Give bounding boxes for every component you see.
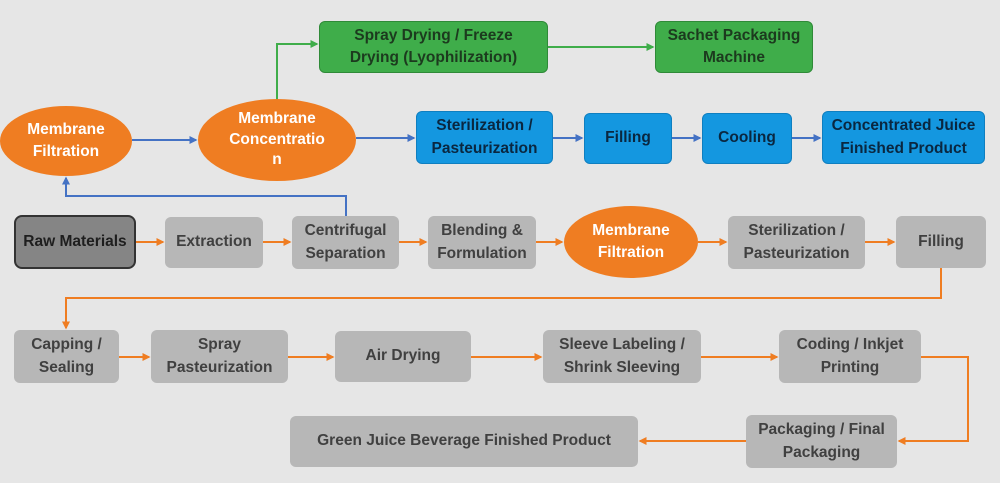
centrifugal-separation-node: Centrifugal Separation (292, 216, 399, 269)
membrane-filtration-top-node: Membrane Filtration (0, 106, 132, 176)
coding-printing-node: Coding / Inkjet Printing (779, 330, 921, 383)
sleeve-labeling-node: Sleeve Labeling / Shrink Sleeving (543, 330, 701, 383)
concentrated-juice-product-node: Concentrated Juice Finished Product (822, 111, 985, 164)
air-drying-node: Air Drying (335, 331, 471, 382)
sachet-packaging-node: Sachet Packaging Machine (655, 21, 813, 73)
membrane-concentration-node: Membrane Concentratio n (198, 99, 356, 181)
filling-main-node: Filling (896, 216, 986, 268)
green-juice-product-node: Green Juice Beverage Finished Product (290, 416, 638, 467)
raw-materials-node: Raw Materials (14, 215, 136, 269)
coding-to-packaging-arrow (897, 356, 969, 445)
capping-sealing-node: Capping / Sealing (14, 330, 119, 383)
centrifugal-to-filtration-arrow (62, 176, 347, 216)
extraction-node: Extraction (165, 217, 263, 268)
cooling-node: Cooling (702, 113, 792, 164)
spray-pasteurization-node: Spray Pasteurization (151, 330, 288, 383)
sterilization-conc-node: Sterilization / Pasteurization (416, 111, 553, 164)
filling-conc-node: Filling (584, 113, 672, 164)
blending-formulation-node: Blending & Formulation (428, 216, 536, 269)
filling-to-capping-arrow (62, 268, 942, 330)
sterilization-main-node: Sterilization / Pasteurization (728, 216, 865, 269)
spray-freeze-drying-node: Spray Drying / Freeze Drying (Lyophiliza… (319, 21, 548, 73)
concentration-to-drying-arrow (276, 40, 319, 102)
membrane-filtration-main-node: Membrane Filtration (564, 206, 698, 278)
packaging-final-node: Packaging / Final Packaging (746, 415, 897, 468)
